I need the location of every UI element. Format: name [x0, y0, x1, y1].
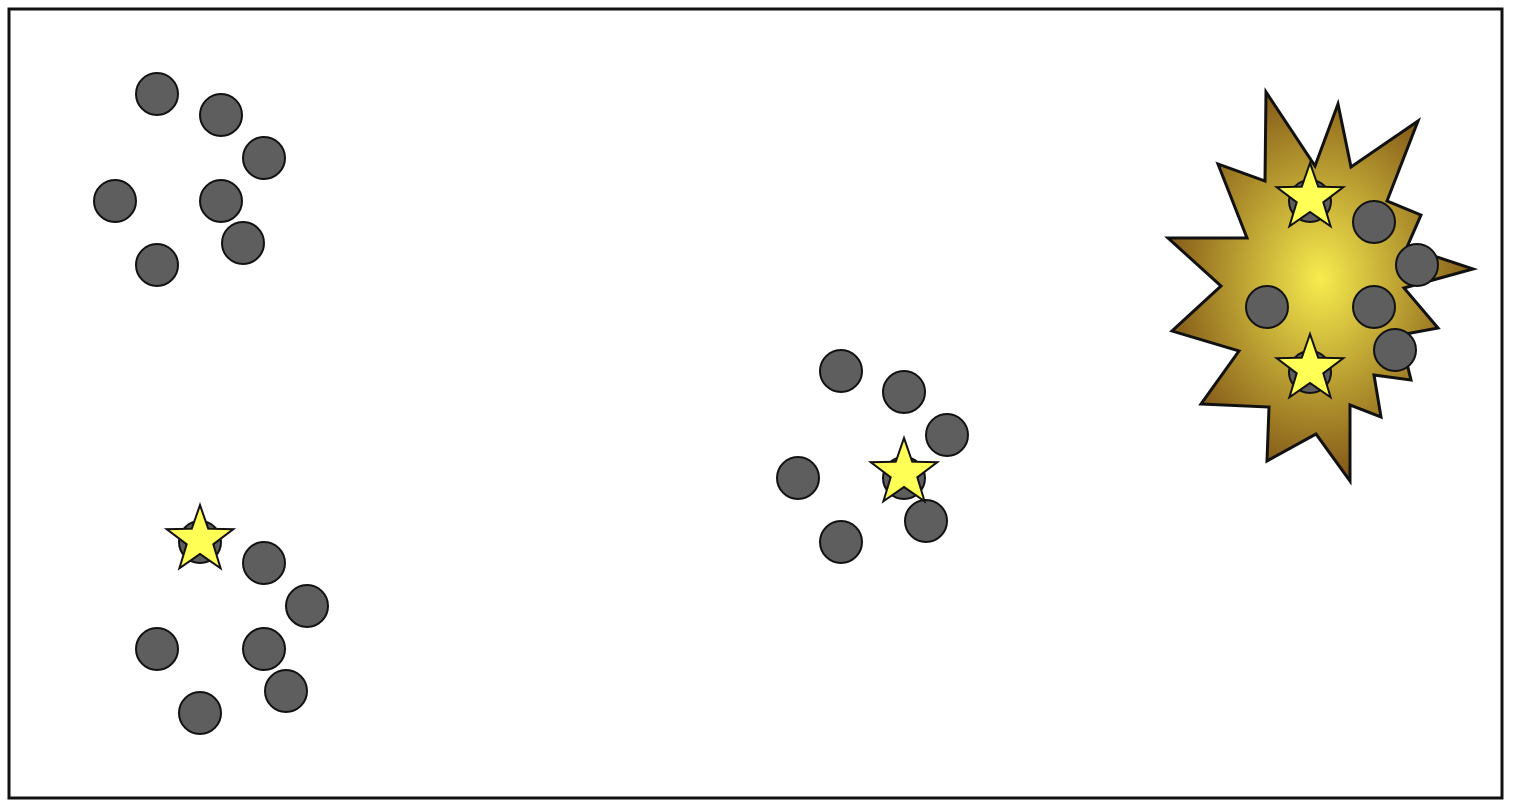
token-group-top-left [93, 72, 286, 287]
gray-circle-token-icon[interactable] [178, 691, 222, 735]
yellow-star-icon [1273, 330, 1347, 400]
gray-circle-token-icon[interactable] [904, 499, 948, 543]
gray-circle-token-icon[interactable] [264, 669, 308, 713]
stars-layer [163, 159, 1347, 571]
gray-circle-token-icon[interactable] [1352, 285, 1396, 329]
gray-circle-token-icon[interactable] [199, 93, 243, 137]
gray-circle-token-icon[interactable] [1352, 200, 1396, 244]
gray-circle-token-icon[interactable] [93, 179, 137, 223]
gray-circle-token-icon[interactable] [1395, 243, 1439, 287]
yellow-star-icon [867, 434, 941, 504]
gray-circle-token-icon[interactable] [285, 584, 329, 628]
gray-circle-token-icon[interactable] [242, 541, 286, 585]
gray-circle-token-icon[interactable] [135, 243, 179, 287]
gray-circle-token-icon[interactable] [199, 179, 243, 223]
yellow-star-icon [163, 501, 237, 571]
gray-circle-token-icon[interactable] [242, 627, 286, 671]
gray-circle-token-icon[interactable] [819, 520, 863, 564]
gray-circle-token-icon[interactable] [776, 456, 820, 500]
gray-circle-token-icon[interactable] [925, 413, 969, 457]
gray-circle-token-icon[interactable] [819, 349, 863, 393]
gray-circle-token-icon[interactable] [135, 627, 179, 671]
yellow-star-icon [1273, 159, 1347, 229]
gray-circle-token-icon[interactable] [221, 221, 265, 265]
explosion-burst-icon [1164, 87, 1479, 486]
gray-circle-token-icon[interactable] [1245, 285, 1289, 329]
gray-circle-token-icon[interactable] [135, 72, 179, 116]
gray-circle-token-icon[interactable] [1373, 328, 1417, 372]
gray-circle-token-icon[interactable] [242, 136, 286, 180]
gray-circle-token-icon[interactable] [882, 370, 926, 414]
